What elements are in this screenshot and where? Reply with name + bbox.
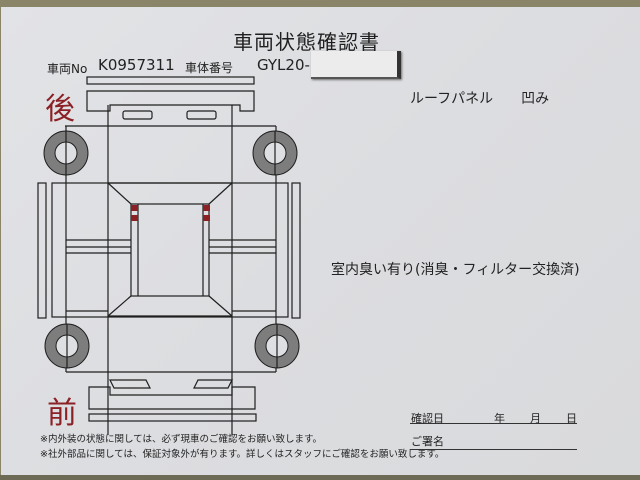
document-title: 車両状態確認書 [233, 30, 380, 54]
table-surface [0, 475, 640, 480]
confirm-date-label: 確認日 [411, 412, 444, 425]
signature-line [410, 449, 577, 450]
rear-label: 後 [45, 92, 75, 127]
redaction-sticker [311, 51, 401, 79]
confirm-date-line [410, 423, 577, 424]
vehicle-no-label: 車両No [47, 62, 88, 76]
year-label: 年 [494, 412, 505, 425]
chassis-no-value: GYL20- [257, 56, 310, 74]
damage-marks [131, 205, 210, 221]
vehicle-no-value: K0957311 [98, 56, 175, 74]
front-label: 前 [47, 396, 77, 431]
month-label: 月 [530, 412, 541, 425]
note-roof-panel-dent: ルーフパネル 凹み [410, 91, 550, 107]
footnote-2: ※社外部品に関しては、保証対象外が有ります。詳しくはスタッフにご確認をお願い致し… [40, 449, 445, 460]
chassis-no-label: 車体番号 [185, 61, 234, 75]
day-label: 日 [566, 412, 577, 425]
wheel-icon [43, 130, 300, 369]
signature-label: ご署名 [411, 435, 444, 448]
footnote-1: ※内外装の状態に関しては、必ず現車のご確認をお願い致します。 [40, 434, 323, 445]
note-interior-odor: 室内臭い有り(消臭・フィルター交換済) [331, 262, 580, 278]
